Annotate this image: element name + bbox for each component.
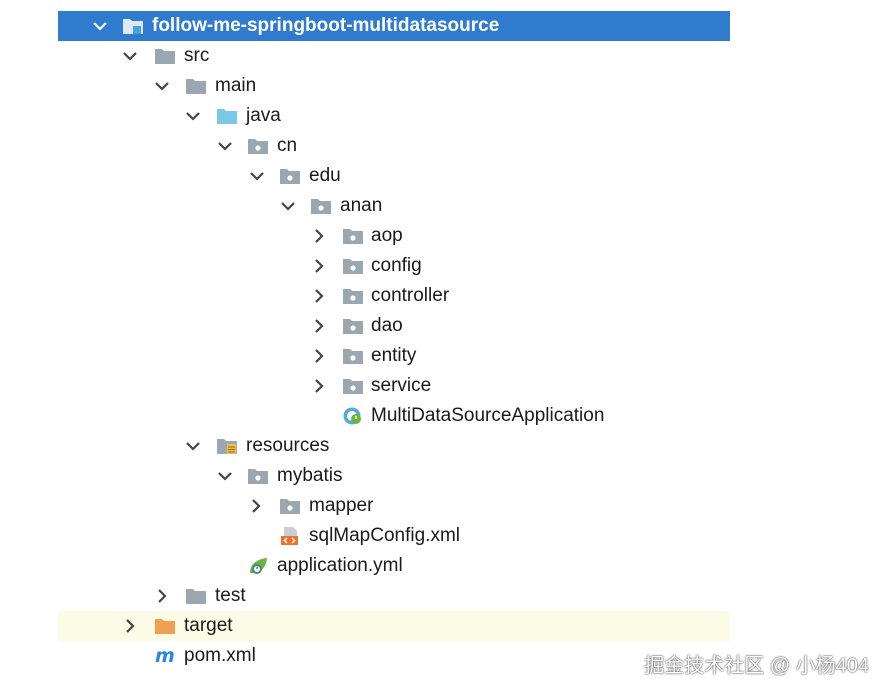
folder-icon [185,586,207,606]
tree-row-application-yml[interactable]: application.yml [0,551,730,581]
package-icon [279,496,301,516]
watermark: 掘金技术社区 @ 小杨404 [644,655,869,677]
package-icon [310,196,332,216]
tree-row-label: resources [246,435,330,456]
resources-folder-icon [216,436,238,456]
tree-row-label: main [215,75,257,96]
tree-row-entity[interactable]: entity [0,341,730,371]
spring-yml-icon [247,556,269,576]
tree-row-config[interactable]: config [0,251,730,281]
tree-row-mapper[interactable]: mapper [0,491,730,521]
spring-boot-class-icon [342,406,364,426]
chevron-right-icon[interactable] [309,256,329,276]
chevron-down-icon[interactable] [215,466,235,486]
module-folder-icon [122,16,144,36]
tree-row-root[interactable]: follow-me-springboot-multidatasource [58,11,730,41]
chevron-right-icon[interactable] [309,346,329,366]
tree-row-sqlmapconfig[interactable]: sqlMapConfig.xml [0,521,730,551]
excluded-folder-icon [154,616,176,636]
package-icon [342,256,364,276]
tree-row-label: aop [371,225,403,246]
tree-row-dao[interactable]: dao [0,311,730,341]
tree-row-src[interactable]: src [0,41,730,71]
tree-row-label: pom.xml [184,645,256,666]
tree-row-label: service [371,375,432,396]
tree-row-aop[interactable]: aop [0,221,730,251]
package-icon [342,226,364,246]
tree-row-label: entity [371,345,417,366]
chevron-down-icon[interactable] [183,106,203,126]
tree-row-test[interactable]: test [0,581,730,611]
tree-row-label: cn [277,135,298,156]
tree-row-label: java [246,105,281,126]
tree-row-label: target [184,615,233,636]
svg-text:m: m [155,646,175,666]
tree-row-service[interactable]: service [0,371,730,401]
xml-file-icon [279,526,301,546]
tree-row-label: mapper [309,495,374,516]
package-icon [247,136,269,156]
tree-row-label: anan [340,195,383,216]
tree-row-label: mybatis [277,465,343,486]
chevron-right-icon[interactable] [152,586,172,606]
tree-row-pom[interactable]: m pom.xml [0,641,730,671]
chevron-down-icon[interactable] [183,436,203,456]
chevron-right-icon[interactable] [309,376,329,396]
tree-row-label: controller [371,285,450,306]
chevron-right-icon[interactable] [246,496,266,516]
tree-row-mybatis[interactable]: mybatis [0,461,730,491]
folder-icon [185,76,207,96]
chevron-right-icon[interactable] [309,286,329,306]
tree-row-label: application.yml [277,555,403,576]
chevron-down-icon[interactable] [278,196,298,216]
package-icon [342,346,364,366]
folder-icon [154,46,176,66]
package-icon [247,466,269,486]
package-icon [342,376,364,396]
tree-row-edu[interactable]: edu [0,161,730,191]
tree-row-label: dao [371,315,403,336]
chevron-right-icon[interactable] [309,316,329,336]
tree-row-anan[interactable]: anan [0,191,730,221]
maven-icon: m [154,645,176,667]
chevron-down-icon[interactable] [152,76,172,96]
package-icon [342,316,364,336]
tree-row-multidatasourceapplication[interactable]: MultiDataSourceApplication [0,401,730,431]
tree-row-target[interactable]: target [58,611,730,641]
tree-row-label: edu [309,165,341,186]
tree-row-java[interactable]: java [0,101,730,131]
source-root-folder-icon [216,106,238,126]
chevron-right-icon[interactable] [309,226,329,246]
tree-row-label: test [215,585,246,606]
tree-row-label: MultiDataSourceApplication [371,405,605,426]
chevron-right-icon[interactable] [120,616,140,636]
tree-row-label: src [184,45,210,66]
tree-row-cn[interactable]: cn [0,131,730,161]
tree-row-resources[interactable]: resources [0,431,730,461]
package-icon [342,286,364,306]
tree-row-main[interactable]: main [0,71,730,101]
chevron-down-icon[interactable] [120,46,140,66]
chevron-down-icon[interactable] [215,136,235,156]
tree-row-label: follow-me-springboot-multidatasource [152,15,500,36]
tree-row-label: sqlMapConfig.xml [309,525,460,546]
tree-row-label: config [371,255,422,276]
package-icon [279,166,301,186]
tree-row-controller[interactable]: controller [0,281,730,311]
chevron-down-icon[interactable] [90,16,110,36]
chevron-down-icon[interactable] [247,166,267,186]
